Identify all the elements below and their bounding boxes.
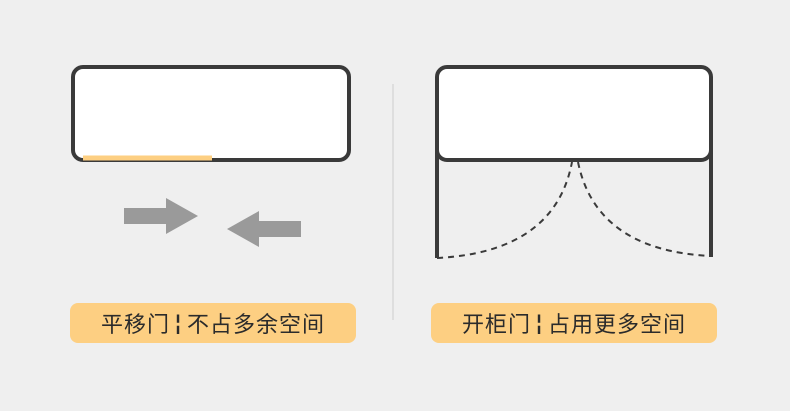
sliding-cabinet-body [71, 65, 351, 162]
swing-arc-left [436, 161, 573, 259]
sliding-door-separator: ¦ [173, 310, 184, 336]
swing-arc-right [577, 161, 711, 257]
arrow-right-icon [124, 198, 198, 234]
sliding-door-title: 平移门 [100, 313, 170, 338]
sliding-door-caption: 平移门 ¦ 不占多余空间 [70, 303, 356, 343]
swing-door-illustration [435, 65, 713, 259]
sliding-door-illustration [71, 65, 351, 247]
arrow-left-icon [227, 211, 301, 247]
swing-cabinet-body [435, 65, 713, 162]
swing-door-caption: 开柜门 ¦ 占用更多空间 [431, 303, 717, 343]
swing-door-separator: ¦ [534, 310, 545, 336]
sliding-door-description: 不占多余空间 [187, 313, 326, 338]
swing-door-title: 开柜门 [461, 313, 531, 338]
swing-door-description: 占用更多空间 [548, 313, 687, 338]
